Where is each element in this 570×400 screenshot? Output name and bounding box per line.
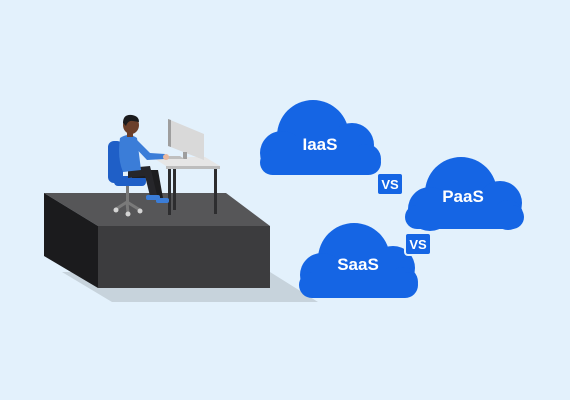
person-hair — [123, 114, 139, 126]
person — [119, 114, 169, 203]
person-shoe — [156, 198, 169, 203]
chair-wheel — [125, 211, 131, 217]
person-hand — [163, 154, 169, 160]
monitor-icon — [168, 119, 204, 160]
monitor-bezel — [168, 119, 171, 147]
platform-top — [44, 193, 270, 226]
platform-front — [98, 226, 270, 288]
chair-base-right — [126, 200, 141, 212]
cloud-paas: PaaS — [405, 157, 524, 231]
chair-base-left — [115, 200, 128, 211]
chair-stem — [126, 186, 129, 202]
vs-label: VS — [381, 177, 399, 192]
person-at-desk-illustration — [108, 114, 220, 217]
desk-leg-back — [173, 163, 176, 210]
person-leg-front — [128, 166, 157, 196]
cloud-saas: SaaS — [299, 223, 418, 298]
cloud-label-saas: SaaS — [337, 255, 379, 274]
chair-wheel — [137, 208, 143, 214]
person-arm — [130, 140, 165, 160]
cloud-icon — [405, 157, 524, 231]
platform-block — [44, 193, 318, 302]
cloud-icon — [299, 223, 418, 298]
cloud-label-iaas: IaaS — [303, 135, 338, 154]
cloud-iaas: IaaS — [260, 100, 381, 175]
vs-label: VS — [409, 237, 427, 252]
monitor-stand — [183, 152, 187, 159]
cloud-icon — [260, 100, 381, 175]
chair-wheel — [113, 207, 119, 213]
chair-base-mid — [125, 201, 130, 214]
cloud-label-paas: PaaS — [442, 187, 484, 206]
monitor-screen — [168, 119, 204, 160]
vs-badge-paas-saas: VS — [404, 232, 432, 256]
desk-leg-front-left — [168, 169, 171, 215]
vs-badge-iaas-paas: VS — [376, 172, 404, 196]
desk-edge — [166, 166, 220, 169]
desk-leg-front-right — [214, 169, 217, 214]
platform-side — [44, 193, 98, 288]
